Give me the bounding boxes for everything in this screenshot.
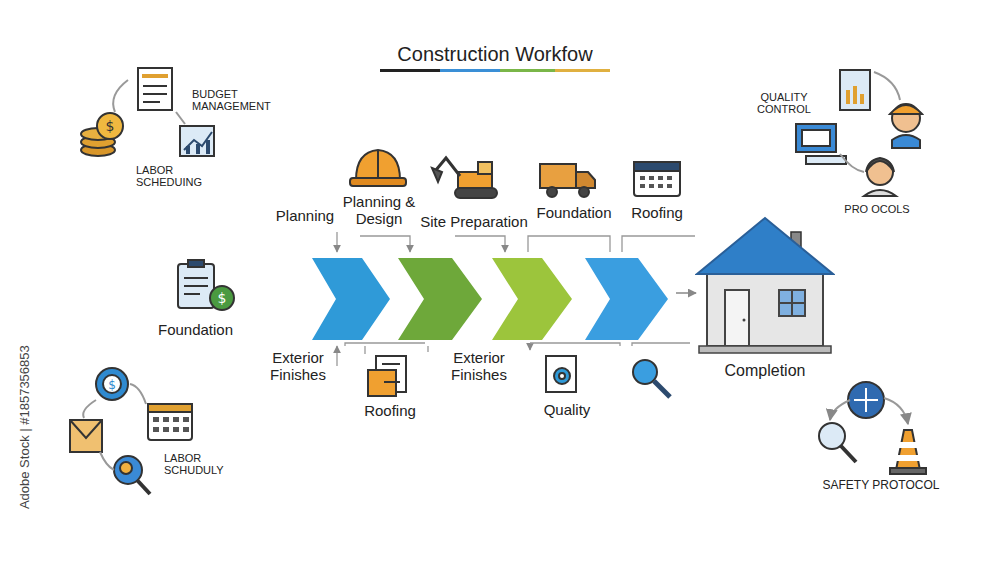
watermark: Adobe Stock | #1857356853 [18, 332, 32, 522]
step-label: Site Preparation [414, 214, 534, 231]
step-label: Roofing [622, 205, 692, 222]
quality-icon [546, 356, 576, 392]
step-label: Exterior Finishes [258, 350, 338, 383]
title-underline [380, 69, 610, 72]
house-node: Completion [695, 212, 835, 380]
document-icon [368, 356, 406, 396]
cluster-label: PRO OCOLS [832, 203, 922, 215]
calendar-icon [634, 162, 680, 196]
step-label: Exterior Finishes [438, 350, 520, 383]
hard-hat-icon [350, 150, 406, 186]
svg-text:$: $ [108, 378, 116, 392]
node-text: Completion [695, 361, 835, 380]
diagram-title: Construction Workfow [300, 43, 690, 65]
step-label: Roofing [355, 403, 425, 420]
chevrons [312, 258, 696, 340]
cluster-label: LABOR SCHUDULY [164, 452, 244, 476]
truck-icon [540, 164, 595, 197]
quality-cluster [796, 70, 922, 196]
magnifier-icon [633, 360, 670, 397]
leader-lines [337, 232, 695, 366]
cluster-label: Foundation [158, 322, 258, 339]
step-label: Quality [534, 402, 600, 419]
house-shape [695, 212, 835, 357]
cluster-label: LABOR SCHEDUING [136, 164, 216, 188]
clipboard-icon: $ [178, 260, 234, 310]
svg-text:$: $ [218, 290, 227, 306]
step-label: Planning [265, 208, 345, 225]
safety-cluster [819, 382, 926, 474]
cluster-label: BUDGET MANAGEMENT [192, 88, 282, 112]
cluster-label: SAFETY PROTOCOL [806, 479, 956, 492]
excavator-icon [432, 158, 497, 198]
step-label: Foundation [530, 205, 618, 222]
svg-text:$: $ [106, 118, 115, 134]
cluster-label: QUALITY CONTROL [744, 91, 824, 115]
step-label: Planning & Design [340, 194, 418, 227]
